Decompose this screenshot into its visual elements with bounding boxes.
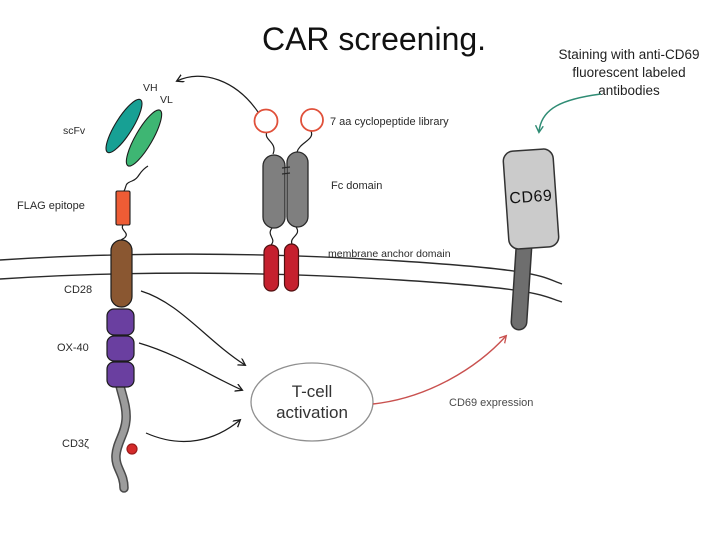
page-title: CAR screening. (262, 21, 486, 57)
library-to-scfv-arrow (177, 76, 259, 113)
vl-label: VL (160, 94, 173, 106)
fc-anchor-linker-right (290, 226, 299, 245)
tcell-activation-line1: T-cell (292, 382, 333, 401)
activation-arrow-2 (138, 342, 242, 390)
membrane-upper-line (0, 253, 563, 285)
cd69-expression-label: CD69 expression (449, 397, 533, 409)
ox40-bead-2 (106, 335, 135, 362)
tcell-activation-ellipse (250, 362, 374, 442)
cell-membrane (0, 253, 563, 303)
cd69-stalk (512, 239, 531, 329)
cd28-domain (110, 239, 133, 308)
peptide-circle-1 (253, 108, 279, 134)
disulfide-bond-2 (281, 172, 291, 175)
membrane-anchor-label: membrane anchor domain (328, 248, 451, 260)
staining-note-line1: Staining with anti-CD69 (558, 47, 699, 62)
staining-note: Staining with anti-CD69 fluorescent labe… (558, 47, 699, 98)
cd69-label: CD69 (509, 188, 553, 208)
ox40-bead-1 (106, 308, 135, 336)
vh-label: VH (143, 82, 158, 94)
peptide-fc-probe: 7 aa cyclopeptide library Fc domain memb… (177, 76, 451, 292)
membrane-anchor-right (283, 243, 300, 292)
fc-anchor-linker-left (269, 227, 274, 246)
disulfide-bond-1 (281, 166, 291, 169)
scfv-flag-linker (123, 165, 149, 192)
cd69-receptor: CD69 (502, 148, 560, 331)
tcell-activation: T-cell activation (250, 362, 374, 442)
activation-arrow-3 (145, 420, 240, 443)
flag-epitope-label: FLAG epitope (17, 200, 85, 212)
scfv-label: scFv (63, 125, 86, 137)
staining-arrow (539, 93, 602, 132)
cd69-box (502, 148, 560, 250)
fc-domain-label: Fc domain (331, 180, 382, 192)
cd3zeta-tail (112, 382, 130, 492)
peptide-circle-2 (300, 108, 324, 132)
staining-note-line2: fluorescent labeled (572, 65, 685, 80)
fc-domain-right (286, 151, 309, 228)
staining-note-line3: antibodies (598, 83, 660, 98)
membrane-lower-line (0, 272, 563, 303)
signal-dot (126, 443, 138, 455)
vh-domain (105, 98, 143, 154)
activation-arrows (138, 290, 245, 443)
cd69-expression-arrow (372, 336, 506, 405)
flag-epitope-domain (115, 190, 131, 226)
tcell-activation-line2: activation (276, 403, 348, 422)
flag-cd28-linker (120, 224, 127, 242)
ox40-label: OX-40 (57, 342, 89, 354)
membrane-anchor-left (263, 244, 280, 292)
peptide-fc-linker-left (265, 131, 275, 155)
cd28-label: CD28 (64, 284, 92, 296)
ox40-bead-3 (106, 361, 135, 388)
cd3zeta-label: CD3ζ (62, 438, 89, 450)
library-label: 7 aa cyclopeptide library (330, 116, 449, 128)
vl-domain (125, 109, 163, 167)
car-construct: VH VL scFv FLAG epitope CD28 OX-40 CD3ζ (17, 82, 173, 493)
peptide-fc-linker-right (296, 130, 313, 153)
activation-arrow-1 (140, 290, 245, 365)
fc-domain-left (262, 154, 286, 229)
